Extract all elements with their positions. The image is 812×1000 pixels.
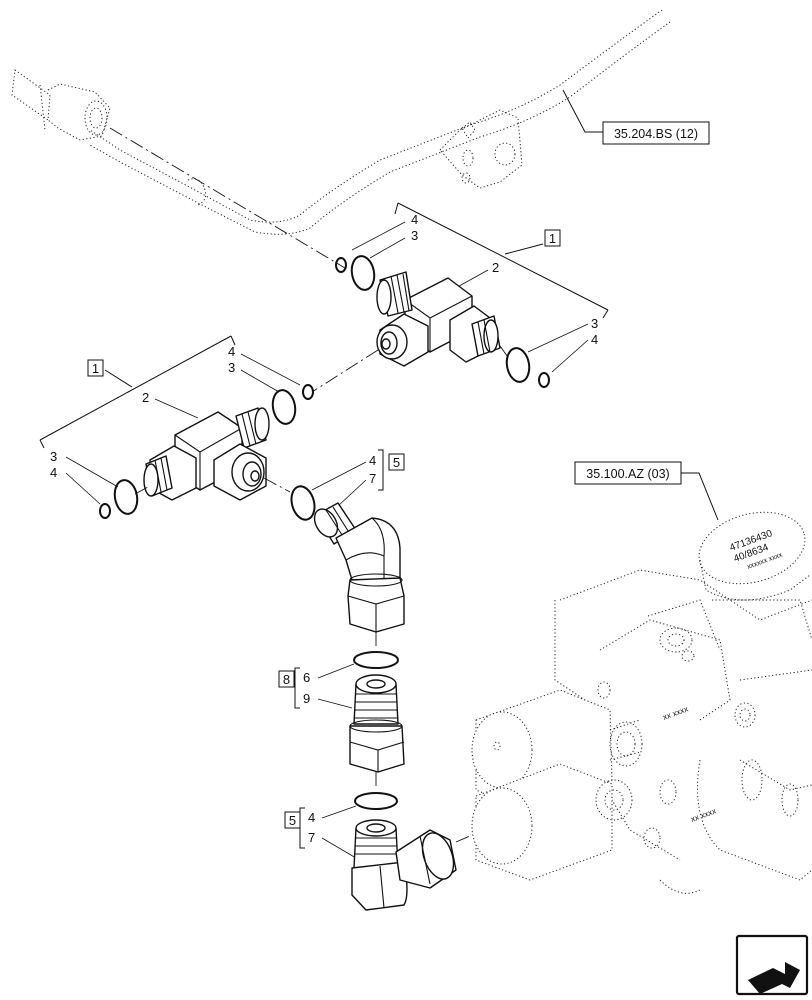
lower-tee-assembly: 1 4 3 2 — [39, 335, 314, 519]
upper-tee-oring-large-left — [350, 255, 376, 291]
lower-elbow-assembly: 4 7 5 — [284, 792, 457, 911]
callout-upper-body: 2 — [492, 260, 499, 275]
reference-tube-label: 35.204.BS (12) — [614, 127, 698, 141]
upper-elbow-body — [313, 502, 405, 633]
callout-adapter-oring: 6 — [303, 670, 310, 685]
upper-tee-oring-large-right — [505, 347, 531, 383]
reference-valve-label: 35.100.AZ (03) — [586, 467, 669, 481]
context-valve: 47136430 40/8634 xxxxxx xxxx xx xxxx xx … — [471, 511, 812, 894]
upper-elbow-oring — [290, 485, 316, 521]
callout-lower-left-small: 4 — [50, 465, 57, 480]
lower-elbow-group-label: 5 — [289, 813, 296, 828]
callout-upper-right-small: 4 — [591, 332, 598, 347]
callout-upper-elbow-body: 7 — [369, 471, 376, 486]
lower-elbow-body — [351, 819, 457, 911]
centerline-tube-tee — [109, 127, 346, 269]
reference-tube[interactable]: 35.204.BS (12) — [562, 89, 710, 145]
upper-tee-oring-small-left — [335, 257, 347, 273]
callout-adapter-body: 9 — [303, 691, 310, 706]
callout-lower-left-large: 3 — [50, 449, 57, 464]
upper-tee-oring-small-right — [538, 372, 550, 388]
lower-tee-oring-large-top — [271, 389, 297, 425]
lower-tee-oring-large-left — [113, 479, 139, 515]
centerline-upper-lower — [311, 349, 379, 393]
callout-lower-top-small: 4 — [228, 344, 235, 359]
callout-lower-body: 2 — [142, 390, 149, 405]
lower-tee-oring-small-left — [99, 503, 111, 519]
callout-upper-left-large: 3 — [411, 228, 418, 243]
valve-side-stamp: xx xxxx — [662, 704, 690, 721]
upper-tee-group-label: 1 — [549, 231, 556, 246]
reference-valve[interactable]: 35.100.AZ (03) — [574, 461, 719, 521]
adapter-oring — [353, 651, 399, 669]
callout-upper-elbow-oring: 4 — [369, 453, 376, 468]
callout-lower-elbow-oring: 4 — [308, 810, 315, 825]
callout-lower-top-large: 3 — [228, 360, 235, 375]
lower-tee-group-label: 1 — [92, 361, 99, 376]
lower-elbow-oring — [354, 792, 398, 810]
adapter-group-label: 8 — [283, 672, 290, 687]
lower-tee-body — [143, 407, 270, 501]
valve-lower-stamp: xx xxxx — [690, 806, 718, 823]
callout-lower-elbow-body: 7 — [308, 830, 315, 845]
upper-elbow-assembly: 4 7 5 — [290, 449, 405, 633]
context-tube — [11, 9, 671, 235]
adapter-body — [349, 674, 405, 773]
callout-upper-left-small: 4 — [411, 212, 418, 227]
next-page-arrow-icon[interactable] — [735, 934, 809, 996]
callout-upper-right-large: 3 — [591, 316, 598, 331]
upper-elbow-group-label: 5 — [393, 455, 400, 470]
lower-tee-oring-small-top — [302, 384, 314, 400]
adapter-assembly: 6 9 8 — [278, 651, 405, 773]
upper-tee-body — [376, 271, 501, 367]
upper-tee-assembly: 1 4 3 2 — [335, 202, 609, 388]
